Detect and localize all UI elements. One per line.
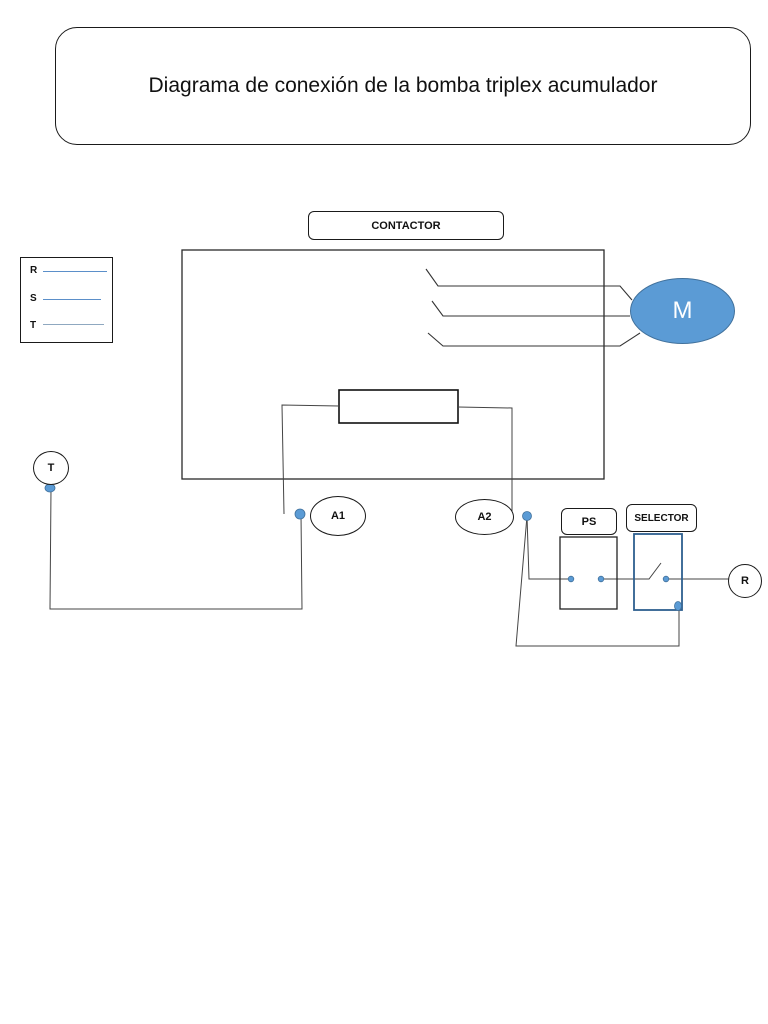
- selector-label-text: SELECTOR: [634, 512, 689, 524]
- pressure-switch-body: [559, 536, 618, 610]
- terminal-r-label: R: [741, 575, 749, 587]
- main-contacts: [425, 268, 641, 347]
- motor-label: M: [672, 297, 693, 324]
- node-ps-in: [567, 575, 575, 583]
- contactor-coil: [338, 389, 459, 424]
- terminal-a2-label: A2: [477, 511, 492, 523]
- node-ps-out: [597, 575, 605, 583]
- phase-legend: R S T: [20, 257, 113, 343]
- contactor-body: [181, 249, 605, 480]
- terminal-t-label: T: [47, 462, 55, 474]
- legend-label-t: T: [30, 320, 37, 331]
- wire-t-a1: [49, 488, 303, 610]
- legend-line-s: [43, 299, 101, 300]
- legend-label-r: R: [30, 265, 38, 276]
- node-t: [44, 483, 56, 493]
- terminal-t: T: [33, 451, 69, 485]
- terminal-a1-label: A1: [330, 510, 346, 522]
- node-selector-common: [674, 601, 682, 611]
- wire-a2-circuit: [515, 515, 730, 647]
- diagram-title-text: Diagrama de conexión de la bomba triplex…: [148, 74, 658, 97]
- selector-body: [633, 533, 683, 611]
- node-selector-out: [662, 575, 670, 583]
- pressure-switch-label: PS: [561, 508, 617, 535]
- diagram-title: Diagrama de conexión de la bomba triplex…: [55, 27, 751, 145]
- contactor-label-text: CONTACTOR: [371, 219, 441, 232]
- phase-contact-1: [425, 268, 633, 301]
- pressure-switch-label-text: PS: [581, 515, 597, 528]
- coil-leads: [281, 404, 513, 515]
- terminal-a2: A2: [455, 499, 514, 535]
- node-a1: [294, 508, 306, 520]
- legend-label-s: S: [30, 293, 37, 304]
- phase-contact-2: [431, 300, 630, 317]
- contactor-label: CONTACTOR: [308, 211, 504, 240]
- terminal-a1: A1: [310, 496, 366, 536]
- selector-label: SELECTOR: [626, 504, 697, 532]
- legend-line-t: [43, 324, 104, 325]
- legend-line-r: [43, 271, 107, 272]
- motor: M: [630, 278, 735, 344]
- phase-contact-3: [427, 332, 641, 347]
- terminal-r: R: [728, 564, 762, 598]
- node-a2: [522, 511, 532, 521]
- node-dots: [44, 483, 682, 611]
